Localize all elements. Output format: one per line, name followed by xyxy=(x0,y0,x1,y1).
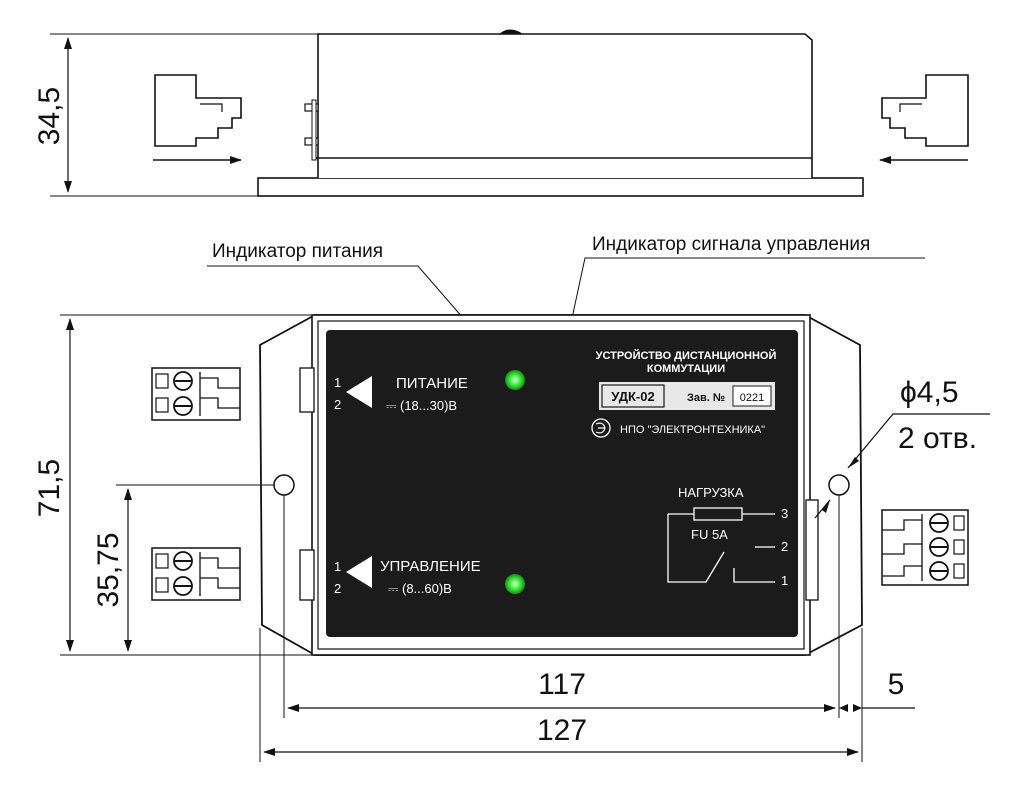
power-pin-1: 1 xyxy=(334,375,341,390)
side-view: 34,5 xyxy=(33,29,969,197)
control-pin-2: 2 xyxy=(334,581,341,596)
power-voltage: ⎓ (18...30)В xyxy=(386,398,457,413)
dimension-hole-spacing: 117 xyxy=(283,495,840,718)
load-pin-2: 2 xyxy=(781,539,788,554)
panel-title-block: УСТРОЙСТВО ДИСТАНЦИОННОЙ КОММУТАЦИИ УДК-… xyxy=(591,349,777,438)
model-number: УДК-02 xyxy=(611,389,654,404)
manufacturer-logo-icon xyxy=(591,418,611,438)
side-base-flange xyxy=(257,177,864,197)
load-pin-1: 1 xyxy=(781,573,788,588)
mount-hole-left xyxy=(273,474,295,496)
dim-71-5-label: 71,5 xyxy=(33,459,66,517)
power-triangle-icon xyxy=(346,376,372,408)
dim-hole-count-label: 2 отв. xyxy=(898,422,977,455)
dimension-overall-width: 127 xyxy=(259,628,863,762)
dim-34-5-label: 34,5 xyxy=(33,87,66,145)
dimension-hole-offset: 35,75 xyxy=(92,484,274,652)
control-voltage: ⎓ (8...60)В xyxy=(388,581,452,596)
callout-power-indicator: Индикатор питания xyxy=(212,241,383,262)
terminal-block-power xyxy=(151,367,241,421)
dim-35-75-label: 35,75 xyxy=(92,532,125,607)
side-top-bump xyxy=(499,29,523,35)
side-housing xyxy=(317,33,813,178)
dim-hole-diameter-label: ϕ4,5 xyxy=(900,376,959,409)
control-label: УПРАВЛЕНИЕ xyxy=(380,558,481,575)
callout-control-indicator: Индикатор сигнала управления xyxy=(592,234,870,255)
power-section: 1 2 ПИТАНИЕ ⎓ (18...30)В xyxy=(334,370,525,413)
dimension-edge-offset: 5 xyxy=(839,668,915,712)
dim-127-label: 127 xyxy=(537,714,587,747)
control-triangle-icon xyxy=(346,556,372,588)
power-pin-2: 2 xyxy=(334,397,341,412)
panel-title-line2: КОММУТАЦИИ xyxy=(647,363,725,375)
control-pin-1: 1 xyxy=(334,559,341,574)
serial-label: Зав. № xyxy=(687,392,725,404)
dimension-hole-diameter: ϕ4,5 2 отв. xyxy=(814,376,990,519)
load-section: НАГРУЗКА FU 5A 3 2 1 xyxy=(667,485,788,588)
manufacturer-name: НПО "ЭЛЕКТРОНТЕХНИКА" xyxy=(620,424,765,436)
dim-5-label: 5 xyxy=(888,668,905,701)
dim-117-label: 117 xyxy=(538,668,586,701)
control-section: 1 2 УПРАВЛЕНИЕ ⎓ (8...60)В xyxy=(334,556,525,596)
side-plug-right xyxy=(879,74,969,164)
serial-value: 0221 xyxy=(740,392,764,404)
terminal-block-load xyxy=(881,509,969,586)
dimension-height-side: 34,5 xyxy=(33,33,318,197)
dimension-height-top: 71,5 xyxy=(33,314,315,656)
load-pin-3: 3 xyxy=(781,506,788,521)
terminal-block-control xyxy=(151,547,241,601)
control-led-icon xyxy=(505,574,525,594)
load-label: НАГРУЗКА xyxy=(678,485,744,500)
top-view: 1 2 ПИТАНИЕ ⎓ (18...30)В 1 2 УПРАВЛЕНИЕ … xyxy=(259,314,863,656)
power-led-icon xyxy=(505,370,525,390)
mount-hole-right xyxy=(828,474,850,496)
power-label: ПИТАНИЕ xyxy=(396,375,468,392)
panel-title-line1: УСТРОЙСТВО ДИСТАНЦИОННОЙ xyxy=(596,349,777,362)
side-plug-left xyxy=(153,74,242,164)
relay-contact-icon xyxy=(667,514,775,583)
fuse-label: FU 5A xyxy=(691,527,728,542)
